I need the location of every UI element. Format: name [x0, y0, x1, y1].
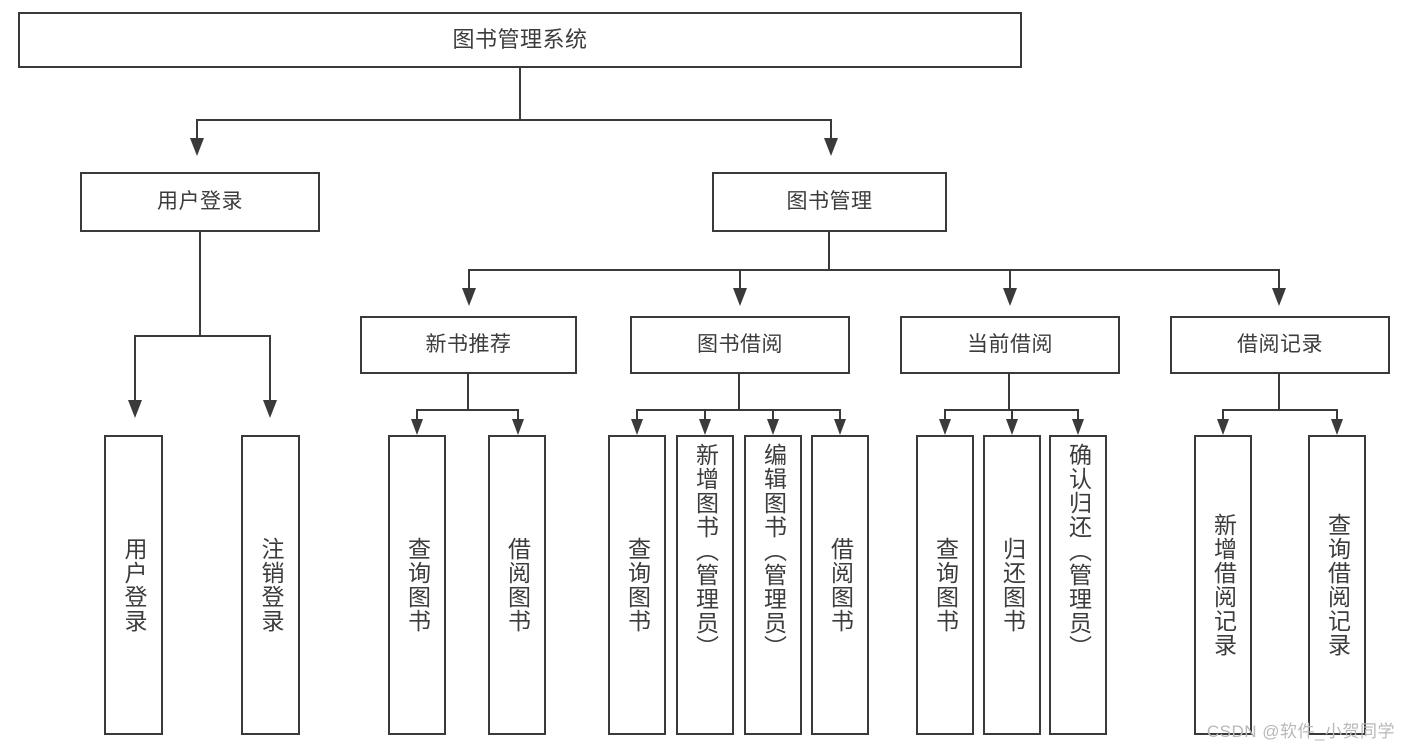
connector-borrow-record-bar [1222, 409, 1338, 411]
connector-user-login-stem [199, 232, 201, 336]
connector-level2-drop-left [196, 119, 198, 141]
node-label: 新书推荐 [425, 333, 512, 357]
leaf-borrow-book-borrow[interactable]: 借阅图书 [811, 435, 869, 735]
node-label: 图书管理 [786, 190, 873, 214]
connector-book-borrow-drop-4 [839, 409, 841, 421]
node-label: 借阅图书 [504, 537, 531, 633]
node-book-management[interactable]: 图书管理 [712, 172, 947, 232]
arrow-to-book-manage [824, 138, 838, 156]
node-borrow-record[interactable]: 借阅记录 [1170, 316, 1390, 374]
connector-book-borrow-drop-3 [772, 409, 774, 421]
node-book-borrow[interactable]: 图书借阅 [630, 316, 850, 374]
connector-user-login-drop-right [269, 335, 271, 403]
arrow-to-leaf-logout-login [263, 400, 277, 418]
connector-level2-drop-right [830, 119, 832, 141]
leaf-query-book-recommend[interactable]: 查询图书 [388, 435, 446, 735]
node-label: 用户登录 [121, 537, 147, 633]
node-label: 查询图书 [404, 537, 431, 633]
node-label: 归还图书 [999, 537, 1026, 633]
connector-book-borrow-bar [636, 409, 841, 411]
node-root-book-management-system[interactable]: 图书管理系统 [18, 12, 1022, 68]
connector-book-borrow-drop-1 [636, 409, 638, 421]
connector-new-book-drop-2 [517, 409, 519, 421]
node-label: 图书管理系统 [452, 26, 588, 52]
node-label: 编辑图书（管理员） [760, 443, 787, 659]
leaf-query-book-borrow[interactable]: 查询图书 [608, 435, 666, 735]
node-label: 确认归还（管理员） [1065, 443, 1092, 659]
node-label: 借阅记录 [1237, 333, 1323, 357]
arrow-to-leaf-borrow-book-1 [512, 419, 524, 435]
leaf-confirm-return-admin[interactable]: 确认归还（管理员） [1049, 435, 1107, 735]
leaf-query-book-current[interactable]: 查询图书 [916, 435, 974, 735]
connector-current-borrow-drop-1 [944, 409, 946, 421]
leaf-logout-login[interactable]: 注销登录 [241, 435, 300, 735]
node-current-borrow[interactable]: 当前借阅 [900, 316, 1120, 374]
arrow-to-leaf-add-book [699, 419, 711, 435]
connector-book-manage-stem [828, 232, 830, 270]
connector-level3-drop-4 [1278, 269, 1280, 291]
connector-level3-drop-2 [739, 269, 741, 291]
arrow-to-user-login [190, 138, 204, 156]
arrow-to-leaf-query-record [1331, 419, 1343, 435]
node-label: 当前借阅 [967, 333, 1053, 357]
connector-level3-drop-3 [1009, 269, 1011, 291]
connector-level3-bar [468, 269, 1280, 271]
connector-level2-bar [196, 119, 832, 121]
node-new-book-recommend[interactable]: 新书推荐 [360, 316, 577, 374]
node-label: 查询图书 [624, 537, 651, 633]
connector-borrow-record-drop-2 [1336, 409, 1338, 421]
leaf-borrow-book-recommend[interactable]: 借阅图书 [488, 435, 546, 735]
arrow-to-new-book-recommend [462, 288, 476, 306]
connector-current-borrow-drop-3 [1077, 409, 1079, 421]
node-user-login[interactable]: 用户登录 [80, 172, 320, 232]
connector-user-login-bar [134, 335, 271, 337]
connector-user-login-drop-left [134, 335, 136, 403]
arrow-to-leaf-query-book-3 [939, 419, 951, 435]
node-label: 新增借阅记录 [1210, 513, 1237, 657]
leaf-user-login[interactable]: 用户登录 [104, 435, 163, 735]
arrow-to-leaf-borrow-book-2 [834, 419, 846, 435]
node-label: 图书借阅 [697, 333, 783, 357]
connector-level3-drop-1 [468, 269, 470, 291]
leaf-query-borrow-record[interactable]: 查询借阅记录 [1308, 435, 1366, 735]
arrow-to-leaf-confirm-return [1072, 419, 1084, 435]
connector-borrow-record-drop-1 [1222, 409, 1224, 421]
arrow-to-leaf-edit-book [767, 419, 779, 435]
node-label: 查询借阅记录 [1324, 513, 1351, 657]
connector-new-book-drop-1 [416, 409, 418, 421]
leaf-edit-book-admin[interactable]: 编辑图书（管理员） [744, 435, 802, 735]
csdn-watermark: CSDN @软件_小贺同学 [1206, 722, 1395, 741]
arrow-to-leaf-query-book-1 [411, 419, 423, 435]
connector-root-stem [519, 68, 521, 120]
arrow-to-borrow-record [1272, 288, 1286, 306]
connector-current-borrow-drop-2 [1011, 409, 1013, 421]
arrow-to-leaf-query-book-2 [631, 419, 643, 435]
connector-book-borrow-drop-2 [704, 409, 706, 421]
arrow-to-leaf-add-record [1217, 419, 1229, 435]
node-label: 查询图书 [932, 537, 959, 633]
arrow-to-current-borrow [1003, 288, 1017, 306]
arrow-to-book-borrow [733, 288, 747, 306]
leaf-add-book-admin[interactable]: 新增图书（管理员） [676, 435, 734, 735]
connector-new-book-stem [467, 374, 469, 410]
node-label: 新增图书（管理员） [692, 443, 719, 659]
leaf-return-book[interactable]: 归还图书 [983, 435, 1041, 735]
node-label: 用户登录 [157, 190, 243, 214]
node-label: 借阅图书 [827, 537, 854, 633]
arrow-to-leaf-return-book [1006, 419, 1018, 435]
node-label: 注销登录 [258, 537, 284, 633]
connector-book-borrow-stem [738, 374, 740, 410]
leaf-add-borrow-record[interactable]: 新增借阅记录 [1194, 435, 1252, 735]
connector-current-borrow-stem [1008, 374, 1010, 410]
arrow-to-leaf-user-login [128, 400, 142, 418]
connector-borrow-record-stem [1278, 374, 1280, 410]
connector-new-book-bar [416, 409, 519, 411]
